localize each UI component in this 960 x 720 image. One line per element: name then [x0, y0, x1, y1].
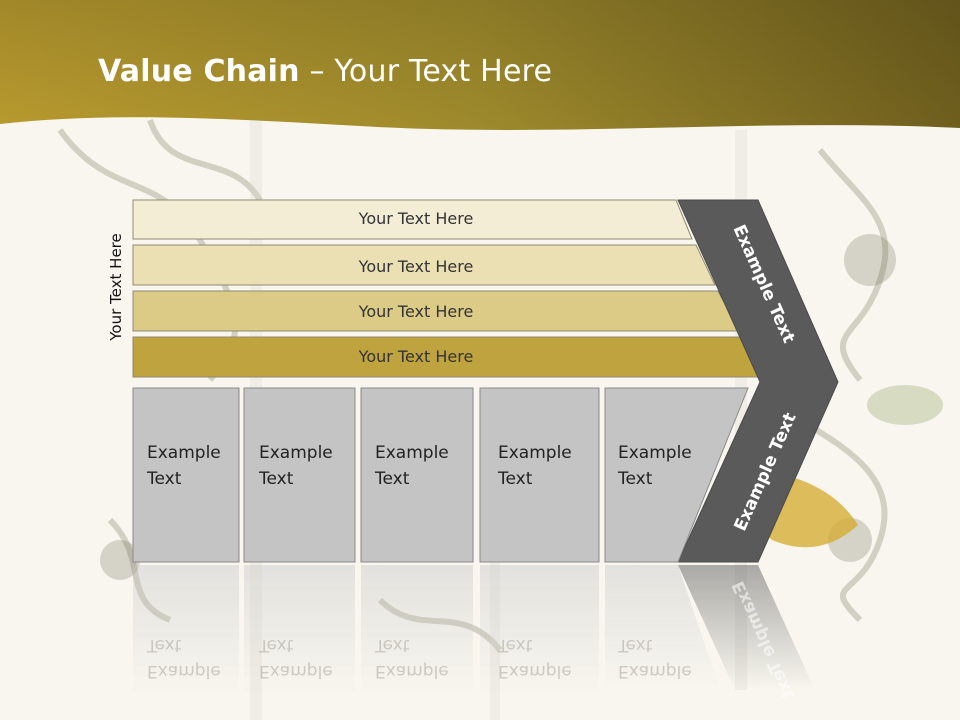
box-4-line2: Text — [498, 469, 533, 489]
refl-5-line2: Text — [618, 635, 653, 655]
box-5 — [604, 387, 749, 563]
box-3 — [360, 387, 474, 563]
title-rest: – Your Text Here — [299, 54, 553, 89]
title-bold: Value Chain — [98, 54, 300, 89]
reflection — [133, 565, 815, 695]
box-2-line1: Example — [259, 443, 333, 463]
box-5-line1: Example — [618, 443, 692, 463]
bar-label-3: Your Text Here — [358, 302, 474, 321]
box-4 — [479, 387, 600, 563]
reflection-text-4: Example Text — [498, 632, 598, 684]
refl-5-line1: Example — [618, 661, 692, 681]
refl-3-line2: Text — [375, 635, 410, 655]
box-4-line1: Example — [498, 443, 572, 463]
chevron-shape — [677, 199, 839, 563]
box-2 — [243, 387, 356, 563]
reflection-text-5: Example Text — [618, 632, 718, 684]
reflection-text-3: Example Text — [375, 632, 475, 684]
refl-1-line2: Text — [147, 635, 182, 655]
bar-label-2: Your Text Here — [358, 257, 474, 276]
box-5-line2: Text — [618, 469, 653, 489]
bar-label-4: Your Text Here — [358, 347, 474, 366]
slide-title: Value Chain – Your Text Here — [98, 54, 552, 89]
refl-3-line1: Example — [375, 661, 449, 681]
reflection-text-2: Example Text — [259, 632, 359, 684]
refl-4-line2: Text — [498, 635, 533, 655]
bar-1 — [132, 199, 693, 240]
refl-2-line1: Example — [259, 661, 333, 681]
box-1 — [132, 387, 240, 563]
bar-2 — [132, 244, 716, 286]
box-2-line2: Text — [259, 469, 294, 489]
box-1-line1: Example — [147, 443, 221, 463]
refl-4-line1: Example — [498, 661, 572, 681]
refl-2-line2: Text — [259, 635, 294, 655]
box-3-line2: Text — [375, 469, 410, 489]
reflection-text-1: Example Text — [147, 632, 247, 684]
refl-1-line1: Example — [147, 661, 221, 681]
box-1-line2: Text — [147, 469, 182, 489]
side-label: Your Text Here — [107, 233, 125, 341]
box-3-line1: Example — [375, 443, 449, 463]
bar-label-1: Your Text Here — [358, 209, 474, 228]
